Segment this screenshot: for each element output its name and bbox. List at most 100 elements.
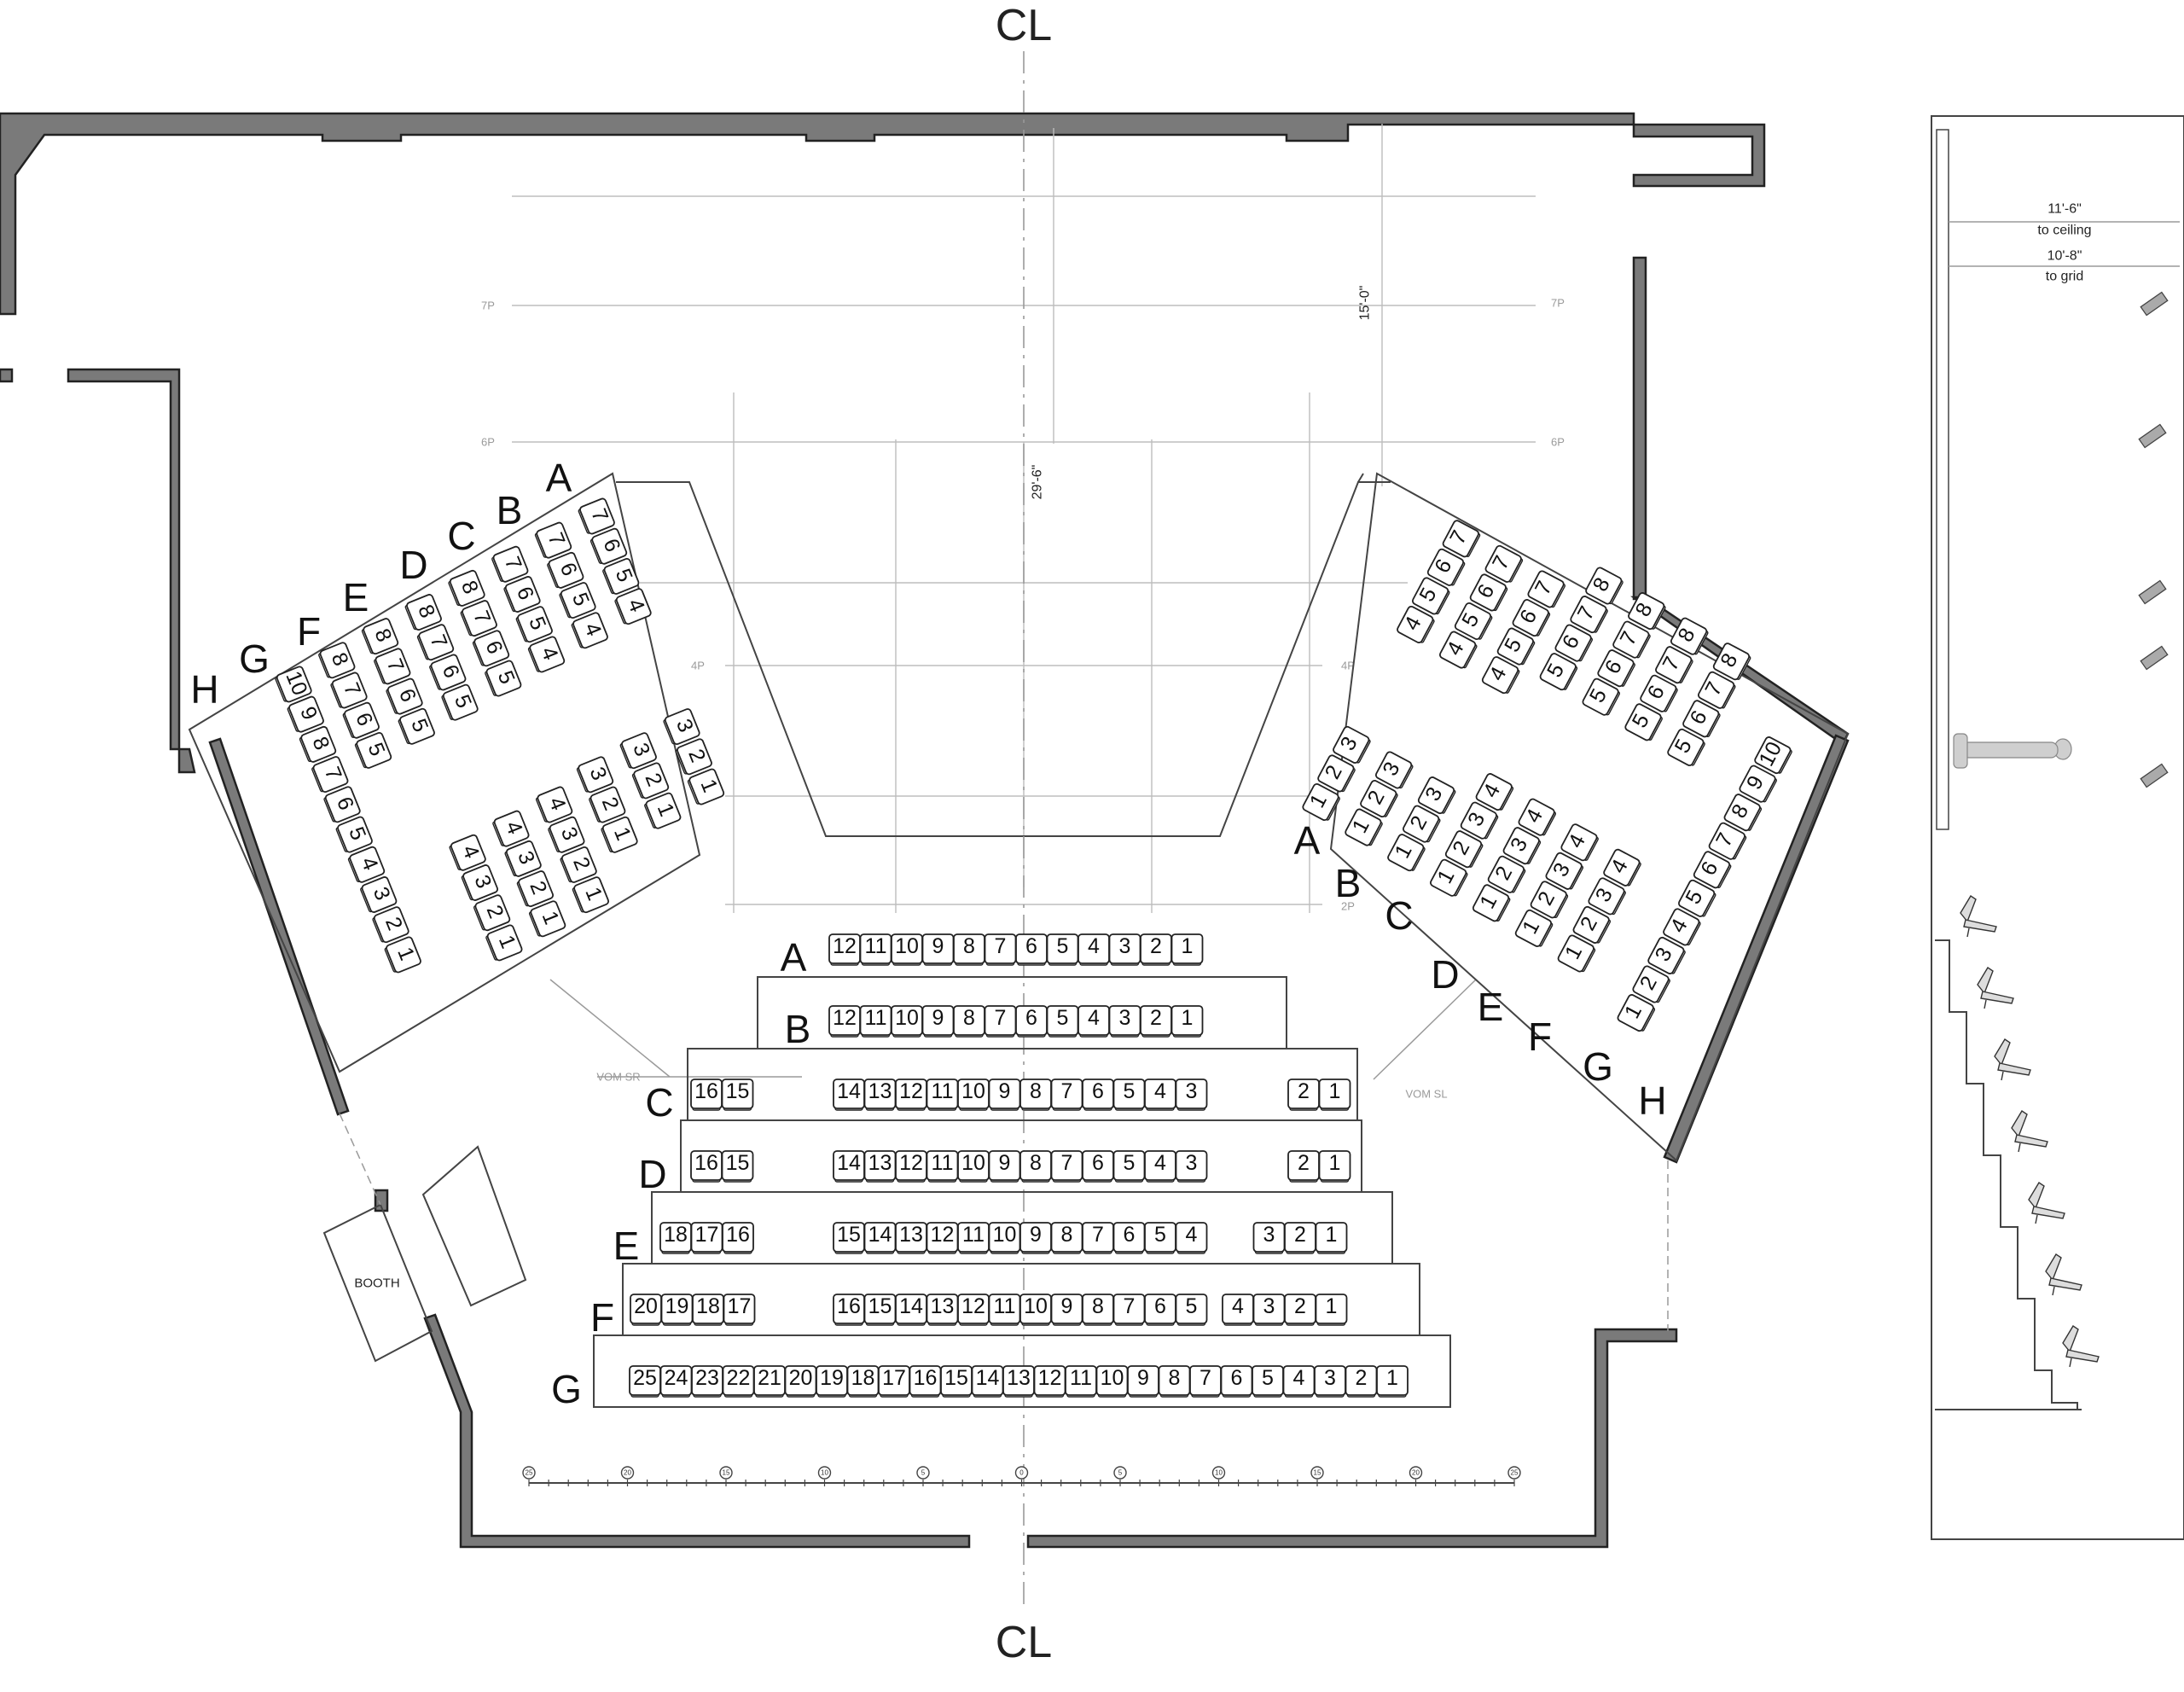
seat[interactable]: 5 bbox=[1538, 652, 1578, 691]
seat[interactable]: 7 bbox=[534, 521, 572, 560]
seat[interactable]: 20 bbox=[784, 1365, 817, 1398]
seat[interactable]: 7 bbox=[416, 624, 455, 662]
seat[interactable]: 1 bbox=[687, 768, 725, 806]
seat[interactable]: 3 bbox=[1502, 826, 1542, 865]
seat[interactable]: 6 bbox=[546, 551, 584, 590]
seat[interactable]: 3 bbox=[1252, 1294, 1286, 1326]
seat[interactable]: 12 bbox=[926, 1222, 959, 1254]
seat[interactable]: 7 bbox=[578, 497, 616, 536]
seat[interactable]: 8 bbox=[1019, 1150, 1052, 1183]
seat[interactable]: 5 bbox=[601, 557, 640, 596]
seat[interactable]: 1 bbox=[1556, 933, 1596, 973]
seat[interactable]: 11 bbox=[1065, 1365, 1097, 1398]
seat[interactable]: 4 bbox=[1144, 1079, 1176, 1111]
seat[interactable]: 5 bbox=[354, 731, 392, 770]
seat[interactable]: 4 bbox=[1662, 907, 1702, 946]
seat[interactable]: 5 bbox=[1175, 1294, 1208, 1326]
seat[interactable]: 25 bbox=[629, 1365, 661, 1398]
seat[interactable]: 1 bbox=[1301, 782, 1341, 822]
seat[interactable]: 13 bbox=[895, 1222, 927, 1254]
seat[interactable]: 23 bbox=[691, 1365, 723, 1398]
seat[interactable]: 4 bbox=[535, 786, 573, 824]
seat[interactable]: 21 bbox=[753, 1365, 786, 1398]
seat[interactable]: 2 bbox=[560, 846, 598, 884]
seat[interactable]: 7 bbox=[1569, 595, 1609, 634]
seat[interactable]: 4 bbox=[571, 612, 609, 650]
seat[interactable]: 13 bbox=[1002, 1365, 1035, 1398]
seat[interactable]: 4 bbox=[1481, 655, 1521, 695]
seat[interactable]: 8 bbox=[1711, 642, 1751, 681]
seat[interactable]: 3 bbox=[1459, 801, 1499, 840]
seat[interactable]: 5 bbox=[559, 581, 597, 619]
seat[interactable]: 9 bbox=[921, 933, 955, 966]
seat[interactable]: 5 bbox=[1677, 879, 1717, 918]
seat[interactable]: 10 bbox=[1095, 1365, 1129, 1398]
seat[interactable]: 18 bbox=[659, 1222, 692, 1254]
seat[interactable]: 5 bbox=[1112, 1150, 1146, 1183]
seat[interactable]: 2 bbox=[1571, 905, 1612, 945]
seat[interactable]: 1 bbox=[1376, 1365, 1409, 1398]
seat[interactable]: 24 bbox=[659, 1365, 693, 1398]
seat[interactable]: 15 bbox=[833, 1222, 865, 1254]
seat[interactable]: 7 bbox=[1441, 519, 1481, 558]
seat[interactable]: 6 bbox=[386, 677, 424, 716]
seat[interactable]: 4 bbox=[1396, 605, 1436, 644]
seat[interactable]: 16 bbox=[909, 1365, 942, 1398]
seat[interactable]: 7 bbox=[1112, 1294, 1146, 1326]
seat[interactable]: 4 bbox=[1175, 1222, 1208, 1254]
seat[interactable]: 4 bbox=[1222, 1294, 1254, 1326]
seat[interactable]: 1 bbox=[572, 876, 610, 915]
seat[interactable]: 8 bbox=[1050, 1222, 1083, 1254]
seat[interactable]: 2 bbox=[1284, 1222, 1316, 1254]
seat[interactable]: 1 bbox=[1344, 808, 1384, 847]
seat[interactable]: 1 bbox=[1315, 1294, 1348, 1326]
seat[interactable]: 1 bbox=[643, 792, 682, 830]
seat[interactable]: 19 bbox=[660, 1294, 694, 1326]
seat[interactable]: 5 bbox=[1453, 602, 1493, 641]
seat[interactable]: 8 bbox=[299, 725, 337, 764]
seat[interactable]: 16 bbox=[722, 1222, 754, 1254]
seat[interactable]: 4 bbox=[1602, 848, 1642, 887]
seat[interactable]: 14 bbox=[971, 1365, 1004, 1398]
seat[interactable]: 13 bbox=[863, 1079, 897, 1111]
seat[interactable]: 3 bbox=[1416, 776, 1456, 815]
seat[interactable]: 16 bbox=[833, 1294, 865, 1326]
seat[interactable]: 3 bbox=[576, 756, 614, 794]
seat[interactable]: 11 bbox=[859, 933, 892, 966]
seat[interactable]: 17 bbox=[723, 1294, 756, 1326]
seat[interactable]: 5 bbox=[398, 707, 436, 746]
seat[interactable]: 1 bbox=[1318, 1079, 1351, 1111]
seat[interactable]: 5 bbox=[1666, 728, 1706, 767]
seat[interactable]: 1 bbox=[601, 816, 639, 854]
seat[interactable]: 8 bbox=[1627, 591, 1667, 631]
seat[interactable]: 10 bbox=[957, 1079, 990, 1111]
seat[interactable]: 8 bbox=[953, 933, 985, 966]
seat[interactable]: 7 bbox=[330, 672, 369, 710]
seat[interactable]: 4 bbox=[1474, 772, 1514, 811]
seat[interactable]: 7 bbox=[1082, 1222, 1114, 1254]
seat[interactable]: 7 bbox=[460, 599, 498, 637]
seat[interactable]: 2 bbox=[1316, 753, 1356, 793]
seat[interactable]: 6 bbox=[1082, 1150, 1114, 1183]
seat[interactable]: 2 bbox=[473, 894, 511, 933]
seat[interactable]: 4 bbox=[1077, 1005, 1110, 1038]
seat[interactable]: 2 bbox=[588, 786, 626, 824]
seat[interactable]: 17 bbox=[690, 1222, 723, 1254]
seat[interactable]: 6 bbox=[472, 630, 510, 668]
seat[interactable]: 4 bbox=[1282, 1365, 1316, 1398]
seat[interactable]: 3 bbox=[548, 816, 586, 854]
seat[interactable]: 14 bbox=[833, 1150, 865, 1183]
seat[interactable]: 3 bbox=[1374, 750, 1414, 789]
seat[interactable]: 8 bbox=[361, 618, 399, 656]
seat[interactable]: 11 bbox=[957, 1222, 990, 1254]
seat[interactable]: 5 bbox=[515, 606, 554, 644]
seat[interactable]: 5 bbox=[1496, 627, 1536, 666]
seat[interactable]: 5 bbox=[1112, 1079, 1146, 1111]
seat[interactable]: 8 bbox=[1082, 1294, 1114, 1326]
seat[interactable]: 10 bbox=[1019, 1294, 1052, 1326]
seat[interactable]: 4 bbox=[449, 834, 487, 872]
seat[interactable]: 1 bbox=[384, 936, 422, 974]
seat[interactable]: 2 bbox=[1284, 1294, 1316, 1326]
seat[interactable]: 6 bbox=[1692, 850, 1732, 889]
seat[interactable]: 4 bbox=[614, 588, 653, 626]
